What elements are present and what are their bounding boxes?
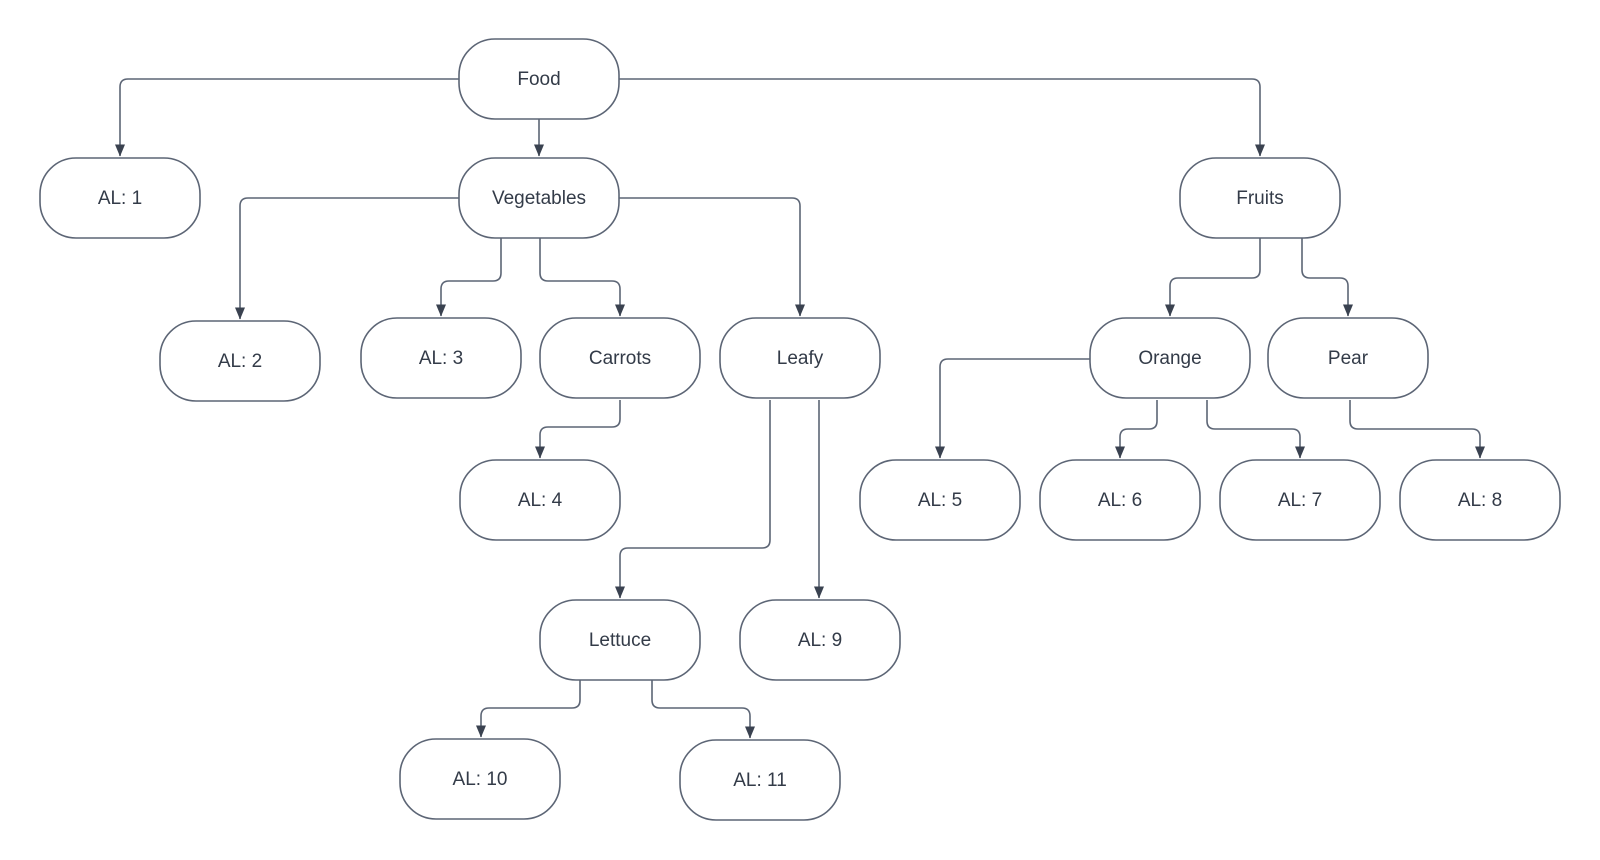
node-label-vegetables: Vegetables (492, 188, 586, 209)
edge-pear-al8 (1349, 400, 1485, 459)
node-al1[interactable]: AL: 1 (39, 157, 201, 239)
node-orange[interactable]: Orange (1089, 317, 1251, 399)
node-label-al3: AL: 3 (419, 348, 463, 369)
node-label-al8: AL: 8 (1458, 490, 1502, 511)
node-al7[interactable]: AL: 7 (1219, 459, 1381, 541)
node-al5[interactable]: AL: 5 (859, 459, 1021, 541)
node-lettuce[interactable]: Lettuce (539, 599, 701, 681)
edge-carrots-al4 (535, 400, 621, 459)
node-shape-al9[interactable] (739, 599, 901, 681)
edge-orange-al5 (935, 358, 1090, 459)
node-shape-al7[interactable] (1219, 459, 1381, 541)
node-al9[interactable]: AL: 9 (739, 599, 901, 681)
edge-vegetables-al2 (235, 197, 459, 320)
node-label-al6: AL: 6 (1098, 490, 1142, 511)
node-shape-lettuce[interactable] (539, 599, 701, 681)
edges-layer (115, 78, 1485, 739)
node-label-al5: AL: 5 (918, 490, 962, 511)
edge-fruits-orange (1165, 238, 1261, 317)
node-label-al9: AL: 9 (798, 630, 842, 651)
edge-orange-al6 (1115, 400, 1158, 459)
node-label-leafy: Leafy (777, 348, 824, 369)
node-label-lettuce: Lettuce (589, 630, 651, 651)
node-vegetables[interactable]: Vegetables (458, 157, 620, 239)
node-al8[interactable]: AL: 8 (1399, 459, 1561, 541)
node-shape-al5[interactable] (859, 459, 1021, 541)
node-label-pear: Pear (1328, 348, 1369, 369)
edge-vegetables-carrots (539, 238, 625, 317)
node-leafy[interactable]: Leafy (719, 317, 881, 399)
edge-leafy-lettuce (615, 400, 771, 599)
node-al3[interactable]: AL: 3 (360, 317, 522, 399)
node-label-al4: AL: 4 (518, 490, 563, 511)
node-label-orange: Orange (1138, 348, 1201, 369)
node-shape-al1[interactable] (39, 157, 201, 239)
node-shape-food[interactable] (458, 38, 620, 120)
node-label-carrots: Carrots (589, 348, 651, 369)
node-shape-al4[interactable] (459, 459, 621, 541)
node-label-food: Food (517, 69, 560, 90)
edge-lettuce-al10 (476, 680, 581, 738)
node-fruits[interactable]: Fruits (1179, 157, 1341, 239)
edge-orange-al7 (1206, 400, 1305, 459)
edge-fruits-pear (1301, 238, 1353, 317)
edge-vegetables-leafy (619, 197, 805, 317)
node-al2[interactable]: AL: 2 (159, 320, 321, 402)
node-al11[interactable]: AL: 11 (679, 739, 841, 821)
node-shape-al8[interactable] (1399, 459, 1561, 541)
node-food[interactable]: Food (458, 38, 620, 120)
node-shape-al6[interactable] (1039, 459, 1201, 541)
node-al6[interactable]: AL: 6 (1039, 459, 1201, 541)
node-shape-vegetables[interactable] (458, 157, 620, 239)
node-al10[interactable]: AL: 10 (399, 738, 561, 820)
edge-vegetables-al3 (436, 238, 502, 317)
edge-food-al1 (115, 78, 459, 157)
node-label-al10: AL: 10 (453, 769, 508, 790)
node-shape-carrots[interactable] (539, 317, 701, 399)
edge-food-fruits (619, 78, 1265, 157)
node-shape-orange[interactable] (1089, 317, 1251, 399)
node-shape-al2[interactable] (159, 320, 321, 402)
node-shape-al3[interactable] (360, 317, 522, 399)
node-label-al7: AL: 7 (1278, 490, 1322, 511)
node-label-al1: AL: 1 (98, 188, 142, 209)
node-shape-al11[interactable] (679, 739, 841, 821)
node-label-al2: AL: 2 (218, 351, 262, 372)
node-shape-fruits[interactable] (1179, 157, 1341, 239)
edge-lettuce-al11 (651, 680, 755, 739)
node-label-al11: AL: 11 (733, 770, 787, 791)
node-carrots[interactable]: Carrots (539, 317, 701, 399)
node-shape-leafy[interactable] (719, 317, 881, 399)
node-label-fruits: Fruits (1236, 188, 1284, 209)
node-pear[interactable]: Pear (1267, 317, 1429, 399)
node-shape-al10[interactable] (399, 738, 561, 820)
node-shape-pear[interactable] (1267, 317, 1429, 399)
node-al4[interactable]: AL: 4 (459, 459, 621, 541)
